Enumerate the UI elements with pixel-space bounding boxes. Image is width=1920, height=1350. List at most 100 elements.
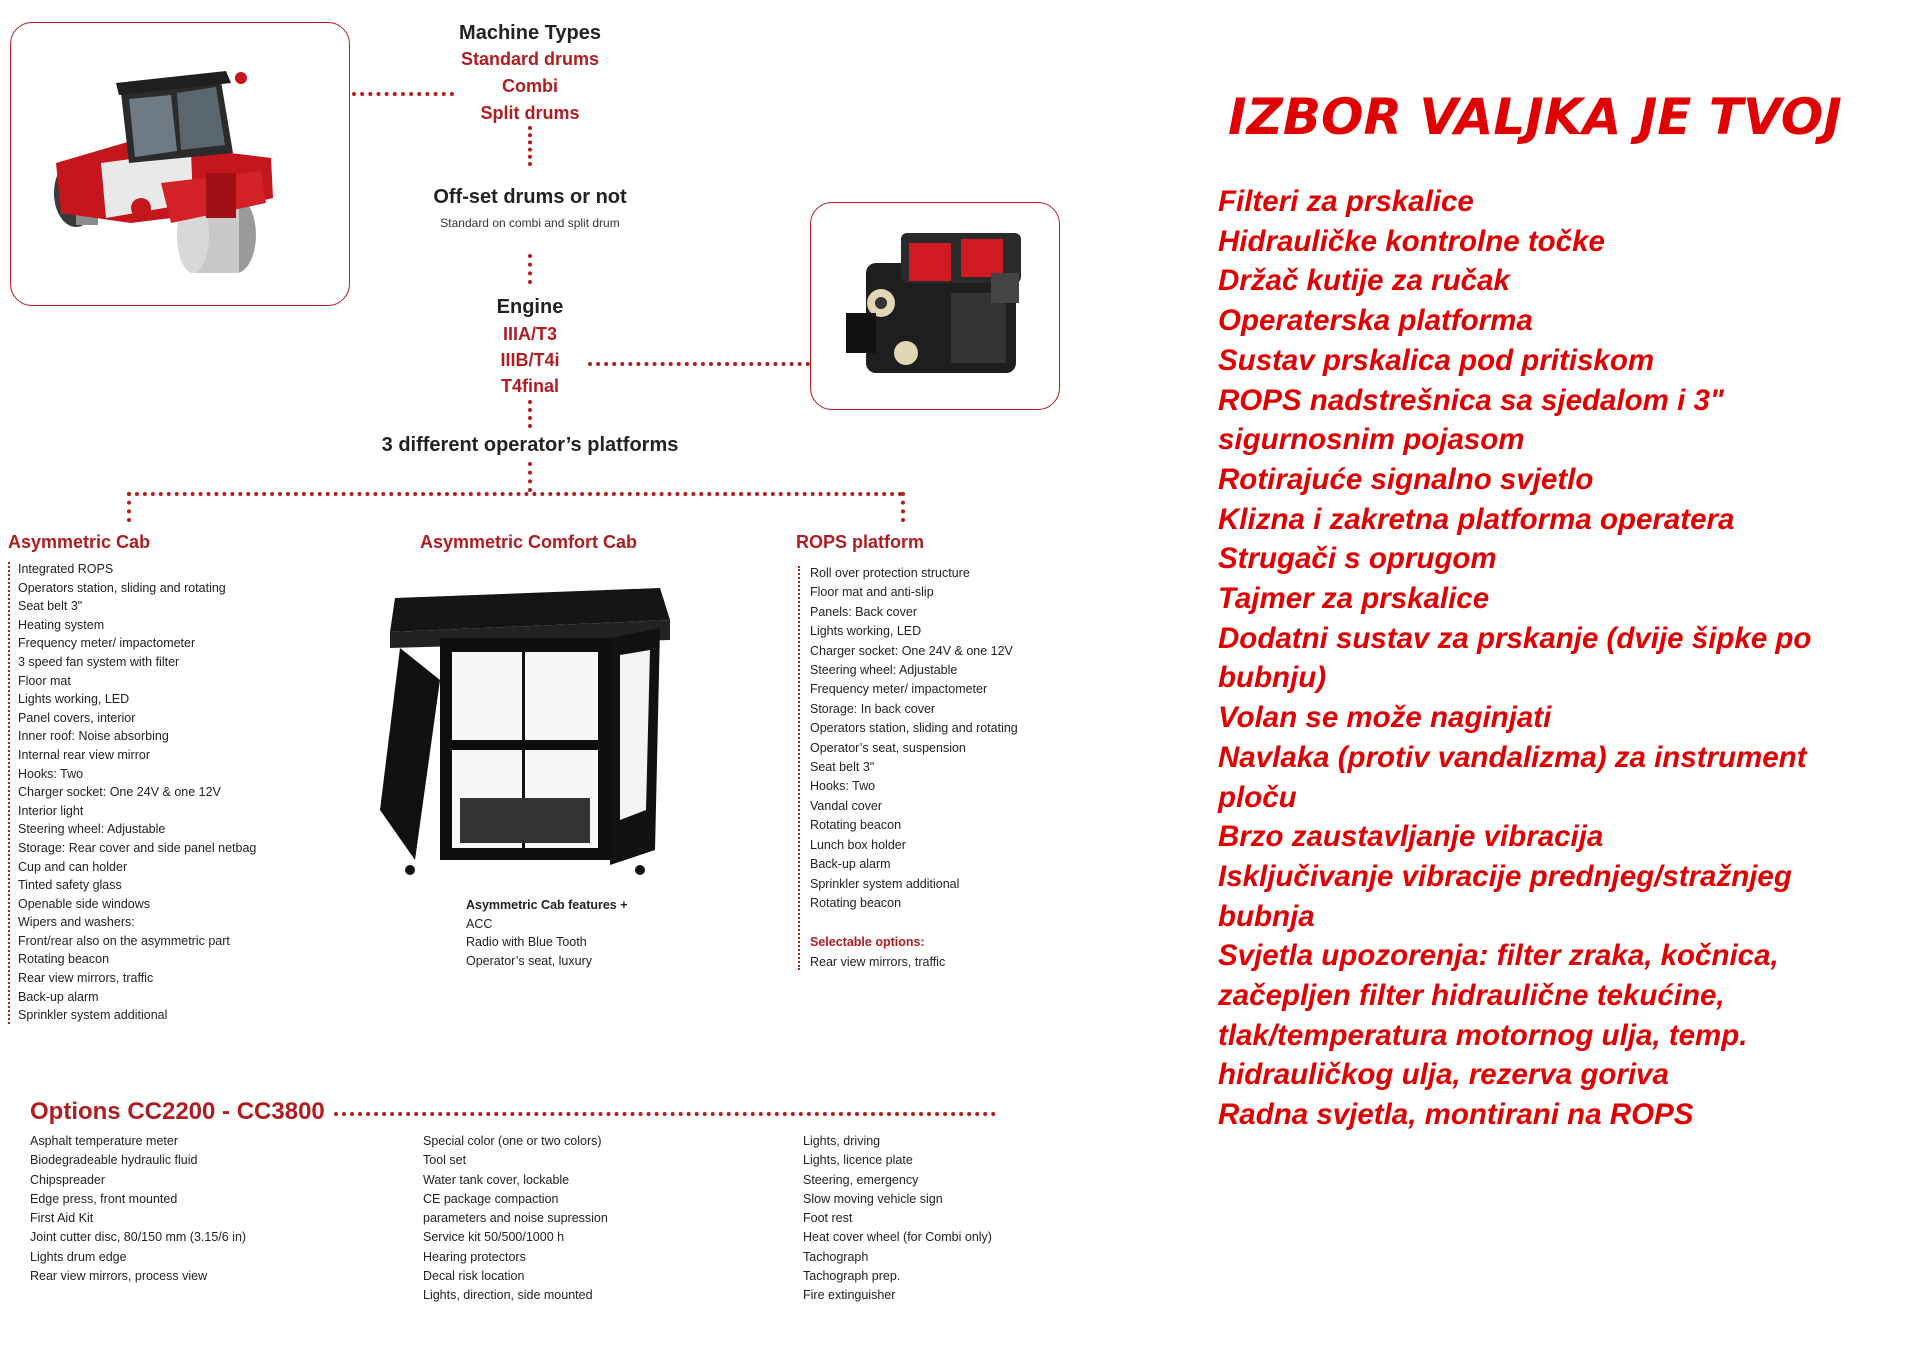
list-item: Lights working, LED — [810, 624, 922, 639]
rops-title: ROPS platform — [796, 532, 925, 552]
machine-types-title: Machine Types — [459, 22, 601, 44]
promo-line: ploču — [1218, 780, 1297, 814]
list-item: Cup and can holder — [18, 859, 128, 874]
list-item: Water tank cover, lockable — [423, 1172, 570, 1187]
engine-title: Engine — [496, 296, 564, 318]
list-item: Tachograph — [803, 1249, 869, 1264]
promo-line: Radna svjetla, montirani na ROPS — [1218, 1098, 1694, 1132]
list-item: Operator’s seat, luxury — [466, 953, 592, 968]
list-item: Back-up alarm — [810, 857, 891, 872]
list-item: Heating system — [18, 617, 105, 632]
engine-type-t4final: T4final — [500, 376, 559, 396]
list-item: Foot rest — [803, 1211, 853, 1226]
list-item: Steering wheel: Adjustable — [18, 822, 166, 837]
promo-line: bubnja — [1218, 899, 1315, 933]
options-col-1: Asphalt temperature meter Biodegradeable… — [30, 1132, 246, 1286]
connector-platforms-tree — [528, 462, 532, 492]
promo-line: Navlaka (protiv vandalizma) za instrumen… — [1218, 740, 1807, 774]
promo-line: Isključivanje vibracije prednjeg/stražnj… — [1218, 859, 1792, 893]
list-item: Fire extinguisher — [803, 1288, 896, 1303]
list-item: Front/rear also on the asymmetric part — [18, 933, 230, 948]
list-item: Sprinkler system additional — [810, 876, 960, 891]
list-item: Slow moving vehicle sign — [803, 1191, 943, 1206]
platforms-tree-bar — [127, 492, 903, 496]
list-item: Integrated ROPS — [18, 562, 114, 576]
connector-engine-image — [588, 362, 810, 366]
list-item: Lights, driving — [803, 1134, 881, 1148]
engine-type-t3: IIIA/T3 — [502, 324, 557, 344]
promo-line: Tajmer za prskalice — [1218, 582, 1490, 616]
promo-line: Strugači s oprugom — [1218, 542, 1497, 576]
platforms-title: 3 different operator’s platforms — [381, 434, 679, 456]
list-item: Hearing protectors — [423, 1249, 526, 1264]
list-item: Panels: Back cover — [810, 604, 917, 619]
list-item: Seat belt 3" — [810, 760, 875, 775]
list-item: Decal risk location — [423, 1269, 525, 1284]
list-item: Storage: In back cover — [810, 701, 936, 716]
list-item: Service kit 50/500/1000 h — [423, 1230, 565, 1245]
list-item: Internal rear view mirror — [18, 747, 150, 762]
list-item: Floor mat — [18, 673, 71, 688]
tree-drop-left — [127, 492, 131, 522]
engine-type-t4i: IIIB/T4i — [500, 350, 560, 370]
list-item: Wipers and washers: — [18, 915, 135, 930]
options-rule — [334, 1112, 996, 1116]
cab-illustration — [380, 588, 670, 875]
list-item: Radio with Blue Tooth — [466, 935, 587, 950]
list-item: Storage: Rear cover and side panel netba… — [18, 840, 257, 855]
promo-line: Klizna i zakretna platforma operatera — [1218, 502, 1735, 536]
list-item: Lunch box holder — [810, 837, 906, 852]
machine-type-split: Split drums — [480, 103, 580, 123]
list-item: parameters and noise supression — [423, 1211, 608, 1226]
promo-line: sigurnosnim pojasom — [1218, 423, 1525, 457]
list-item: Frequency meter/ impactometer — [18, 636, 196, 651]
list-item: Special color (one or two colors) — [423, 1134, 602, 1148]
list-item: Joint cutter disc, 80/150 mm (3.15/6 in) — [30, 1230, 247, 1245]
list-item: Tinted safety glass — [18, 878, 122, 893]
list-item: 3 speed fan system with filter — [18, 654, 180, 669]
list-item: Lights drum edge — [30, 1249, 127, 1264]
roller-illustration — [54, 71, 273, 273]
promo-line: ROPS nadstrešnica sa sjedalom i 3" — [1218, 383, 1724, 417]
options-title: Options CC2200 - CC3800 — [30, 1098, 325, 1125]
machine-type-combi: Combi — [502, 76, 558, 96]
asym-cab-rule — [8, 562, 10, 1024]
list-item: Chipspreader — [30, 1172, 106, 1187]
engine-image-box — [810, 202, 1060, 410]
promo-title: IZBOR VALJKA JE TVOJ — [1228, 88, 1842, 146]
rops-selectable-title: Selectable options: — [810, 935, 925, 950]
list-item: Floor mat and anti-slip — [810, 585, 934, 600]
list-item: Hooks: Two — [810, 779, 876, 794]
promo-line: Filteri za prskalice — [1218, 185, 1474, 218]
connector-engine-platforms — [528, 400, 532, 428]
promo-line: Sustav prskalica pod pritiskom — [1218, 343, 1655, 377]
connector-roller — [352, 92, 454, 96]
rops-rule — [798, 566, 800, 970]
list-item: Charger socket: One 24V & one 12V — [810, 643, 1013, 658]
list-item: Biodegradeable hydraulic fluid — [30, 1153, 198, 1168]
list-item: Operators station, sliding and rotating — [810, 721, 1018, 736]
list-item: Tool set — [423, 1153, 467, 1168]
list-item: Tachograph prep. — [803, 1269, 901, 1284]
list-item: Inner roof: Noise absorbing — [18, 729, 169, 744]
list-item: Rear view mirrors, traffic — [18, 971, 154, 986]
list-item: Frequency meter/ impactometer — [810, 682, 988, 697]
list-item: Asphalt temperature meter — [30, 1134, 178, 1148]
promo-line: Rotirajuće signalno svjetlo — [1218, 462, 1594, 496]
roller-image-box — [10, 22, 350, 306]
list-item: Openable side windows — [18, 896, 151, 911]
list-item: Lights, licence plate — [803, 1153, 913, 1168]
list-item: Hooks: Two — [18, 766, 84, 781]
list-item: Lights, direction, side mounted — [423, 1288, 593, 1303]
list-item: Charger socket: One 24V & one 12V — [18, 785, 221, 800]
connector-types-offset — [528, 126, 532, 166]
promo-list: Filteri za prskalice Hidrauličke kontrol… — [1218, 182, 1811, 1135]
promo-line: Volan se može naginjati — [1218, 701, 1552, 735]
promo-line: Operaterska platforma — [1218, 304, 1533, 338]
list-item: Operators station, sliding and rotating — [18, 580, 226, 595]
promo-line: Držač kutije za ručak — [1218, 264, 1510, 298]
list-item: Back-up alarm — [18, 989, 99, 1004]
promo-line: bubnju) — [1218, 661, 1327, 695]
list-item: Rear view mirrors, process view — [30, 1269, 208, 1284]
promo-line: začepljen filter hidraulične tekućine, — [1218, 979, 1725, 1013]
